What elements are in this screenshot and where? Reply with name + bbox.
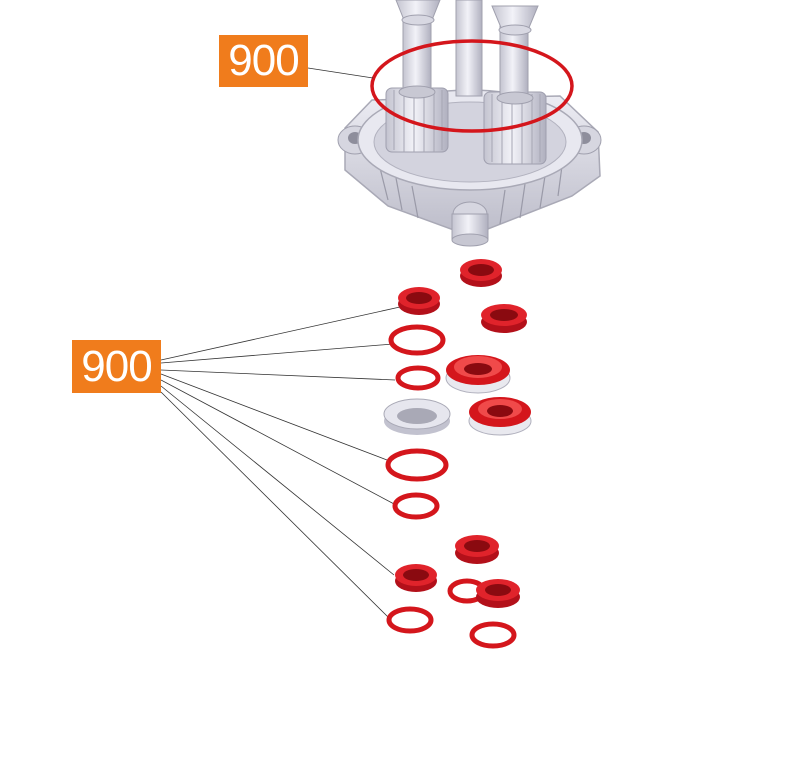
leader-line-2 (160, 343, 394, 364)
part-number-callout-left: 900 (72, 340, 161, 393)
leader-line-7 (160, 391, 389, 618)
o-ring-icon (385, 448, 449, 482)
o-ring-icon (445, 355, 511, 394)
leader-line-3 (160, 369, 396, 381)
seals (383, 259, 532, 649)
o-ring-icon (460, 259, 502, 287)
o-ring-icon (395, 365, 441, 391)
housing-o-ring (370, 39, 574, 133)
part-number-callout-top: 900 (219, 35, 308, 87)
o-ring-icon (388, 324, 446, 356)
leader-line-4 (160, 373, 388, 461)
leader-line-5 (160, 379, 397, 506)
o-ring-icon (481, 304, 527, 333)
o-ring-icon (392, 492, 440, 520)
pump-gear-housing (337, 0, 602, 247)
o-ring-icon (468, 397, 532, 436)
leader-line-top (307, 67, 374, 79)
leader-lines (160, 67, 401, 618)
o-ring-icon (398, 287, 440, 315)
o-ring-icon (476, 579, 520, 608)
o-ring-icon (455, 535, 499, 564)
grey-cup-icon (383, 398, 451, 435)
leader-line-1 (160, 306, 401, 361)
o-ring-icon (395, 564, 437, 592)
o-ring-icon (386, 606, 434, 634)
o-ring-icon (469, 621, 517, 649)
leader-line-6 (160, 385, 395, 576)
